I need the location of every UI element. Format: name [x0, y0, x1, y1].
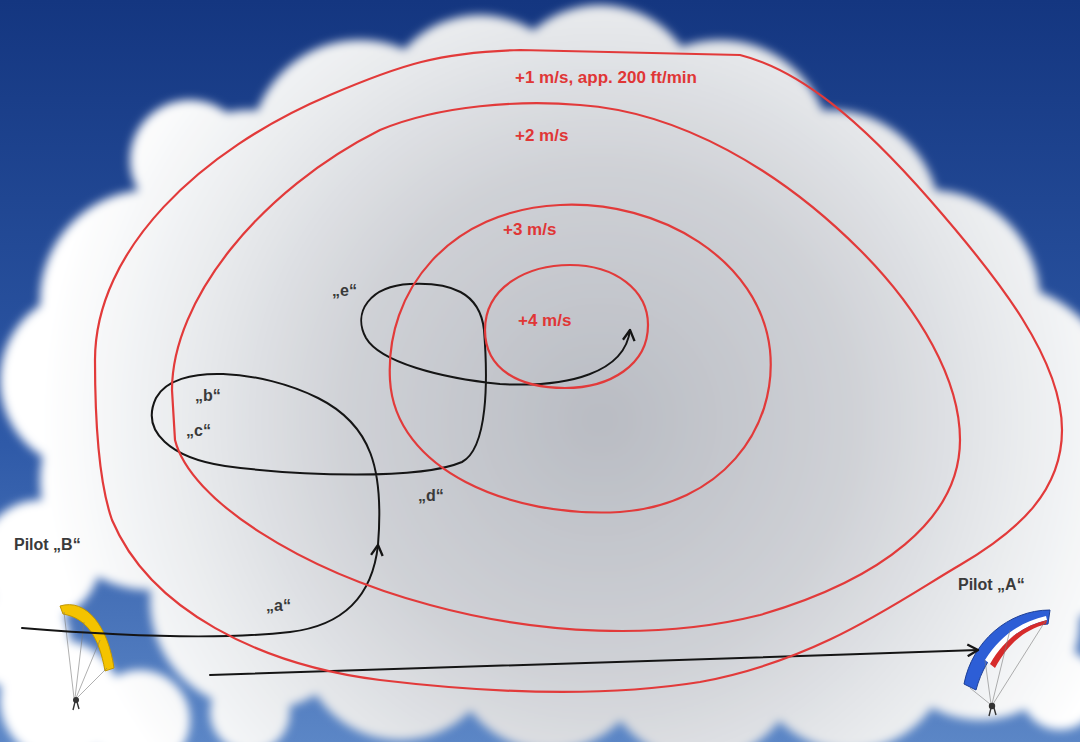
label-anchor: „b“ [195, 386, 221, 405]
pilot-label: Pilot „A“ [958, 575, 1025, 594]
label-anchor: „e“ [332, 281, 357, 300]
contour-outline [382, 198, 777, 520]
climb-rate-label: +1 m/s, app. 200 ft/min [515, 68, 697, 88]
glider-b [60, 605, 114, 710]
label-anchor: Pilot „A“ [958, 575, 1025, 594]
pilot-label: Pilot „B“ [14, 535, 81, 554]
climb-rate-label: +3 m/s [503, 220, 556, 240]
path-point-label: „b“ [195, 386, 221, 405]
path-point-label: „d“ [418, 486, 444, 505]
contour-line [485, 265, 648, 388]
contour-line [172, 103, 960, 631]
contour-outline [165, 95, 965, 645]
contour-ring: +4 m/s +3 m/s +2 m/s +1 m/s, app. 200 ft/mi… [88, 45, 1070, 705]
contour-ring: +4 m/s +3 m/s +2 m/s [165, 95, 965, 645]
contour-ring: +4 m/s +3 m/s [382, 198, 777, 520]
path-point-label: „e“ [332, 281, 357, 300]
flight-path-b-approach [22, 545, 378, 636]
label-anchor: „a“ [266, 596, 291, 615]
label-anchor: Pilot „B“ [14, 535, 81, 554]
flight-path [22, 284, 978, 675]
glider-a [964, 610, 1050, 716]
path-point-label: „a“ [266, 596, 291, 615]
cloud [0, 5, 1080, 742]
contour-line [390, 205, 771, 513]
contour-outline [88, 45, 1070, 705]
contour-ring: +4 m/s [480, 260, 652, 393]
label-anchor: „c“ [186, 421, 211, 440]
climb-rate-label: +2 m/s [515, 126, 568, 146]
label-anchor: „d“ [418, 486, 444, 505]
contour-line [95, 50, 1062, 692]
path-point-label: „c“ [186, 421, 211, 440]
climb-rate-label: +4 m/s [518, 311, 571, 331]
